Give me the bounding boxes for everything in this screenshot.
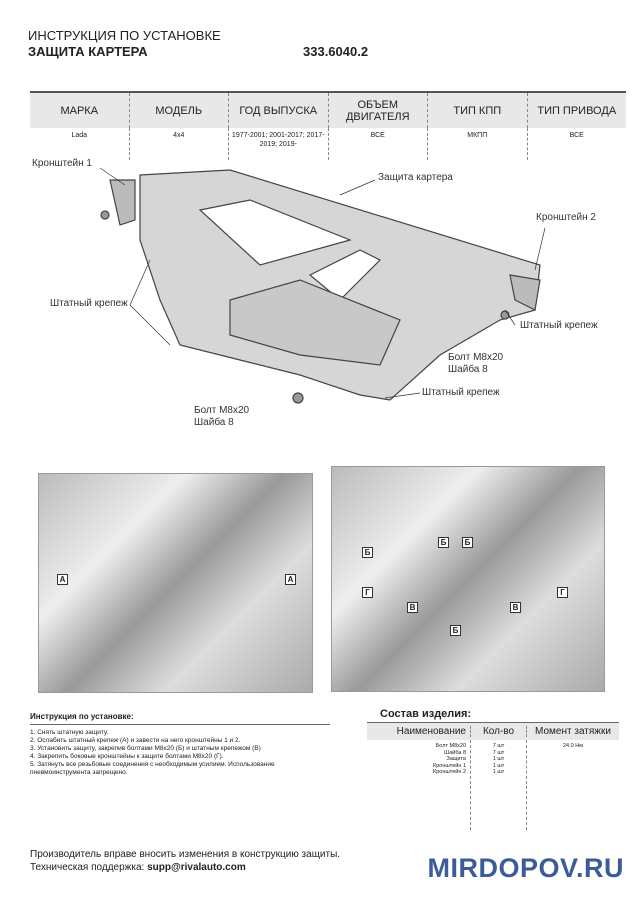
spec-value: ВСЕ bbox=[526, 128, 627, 160]
col-header: Кол-во bbox=[470, 726, 526, 737]
spec-value: МКПП bbox=[427, 128, 527, 160]
divider bbox=[30, 724, 330, 725]
mark-b: Б bbox=[462, 537, 473, 548]
watermark: MIRDOPOV.RU bbox=[427, 853, 624, 883]
mark-v: В bbox=[407, 602, 418, 613]
label-std-fastener-bottom: Штатный крепеж bbox=[422, 387, 500, 398]
spec-table: МАРКА МОДЕЛЬ ГОД ВЫПУСКА ОБЪЕМ ДВИГАТЕЛЯ… bbox=[30, 91, 626, 160]
spec-header: ГОД ВЫПУСКА bbox=[228, 93, 328, 128]
instruction-step: 5. Затянуть все резьбовые соединения с н… bbox=[30, 761, 275, 776]
label-std-fastener-left: Штатный крепеж bbox=[50, 298, 128, 309]
spec-value: 1977-2001; 2001-2017; 2017-2019; 2019- bbox=[228, 128, 328, 160]
item-name: Кронштейн 2 bbox=[433, 769, 466, 775]
label-bracket-1: Кронштейн 1 bbox=[32, 158, 92, 169]
item-name: Защита bbox=[446, 756, 467, 762]
item-name: Кронштейн 1 bbox=[433, 762, 466, 769]
col-header: Момент затяжки bbox=[526, 726, 619, 737]
composition-title: Состав изделия: bbox=[380, 708, 472, 720]
photo-before-install: А А bbox=[38, 473, 313, 693]
instruction-step: 1. Снять штатную защиту. bbox=[30, 729, 109, 736]
footer-disclaimer: Производитель вправе вносить изменения в… bbox=[30, 849, 341, 860]
item-name: Шайба 8 bbox=[444, 749, 466, 756]
col-header: Наименование bbox=[396, 726, 466, 737]
composition-table: Наименование Кол-во Момент затяжки Болт … bbox=[367, 722, 619, 830]
item-qty: 1 шт bbox=[492, 762, 505, 769]
mark-a: А bbox=[57, 574, 68, 585]
spec-header: МОДЕЛЬ bbox=[128, 93, 228, 128]
item-qty: 7 шт bbox=[492, 743, 505, 749]
spec-header: ОБЪЕМ ДВИГАТЕЛЯ bbox=[327, 93, 427, 128]
instruction-step: 3. Установить защиту, закрепив болтами М… bbox=[30, 745, 261, 752]
part-number: 333.6040.2 bbox=[303, 44, 369, 59]
spec-value: 4x4 bbox=[128, 128, 229, 160]
instructions-list: 1. Снять штатную защиту. 2. Ослабить шта… bbox=[30, 729, 330, 777]
label-bracket-2: Кронштейн 2 bbox=[536, 212, 596, 223]
doc-title: ЗАЩИТА КАРТЕРА bbox=[28, 44, 148, 59]
skid-plate-drawing bbox=[99, 167, 546, 404]
mark-b: Б bbox=[362, 547, 373, 558]
spec-header: МАРКА bbox=[30, 93, 129, 128]
mark-g: Г bbox=[557, 587, 568, 598]
mark-b: Б bbox=[438, 537, 449, 548]
support-label: Техническая поддержка: bbox=[30, 862, 148, 873]
label-guard: Защита картера bbox=[378, 172, 453, 183]
support-email[interactable]: supp@rivalauto.com bbox=[147, 862, 246, 873]
item-qty: 1 шт bbox=[492, 756, 505, 762]
instructions-title: Инструкция по установке: bbox=[30, 712, 134, 721]
mark-g: Г bbox=[362, 587, 373, 598]
item-qty: 1 шт bbox=[492, 769, 505, 775]
doc-subtitle: ИНСТРУКЦИЯ ПО УСТАНОВКЕ bbox=[28, 28, 221, 43]
spec-value: Lada bbox=[71, 132, 88, 139]
item-torque: 24.0 Нм bbox=[563, 743, 583, 749]
item-qty: 7 шт bbox=[492, 749, 505, 756]
spec-value: ВСЕ bbox=[327, 128, 428, 160]
instruction-step: 4. Закрепить боковые кронштейны к защите… bbox=[30, 753, 224, 760]
photo-after-install: Б Б Б Г Г В В Б bbox=[331, 466, 605, 692]
mark-v: В bbox=[510, 602, 521, 613]
item-name: Болт М8х20 bbox=[435, 743, 466, 749]
mark-b: Б bbox=[450, 625, 461, 636]
label-std-fastener-right: Штатный крепеж bbox=[520, 320, 598, 331]
spec-header: ТИП ПРИВОДА bbox=[526, 93, 626, 128]
instruction-step: 2. Ослабить штатный крепеж (А) и завести… bbox=[30, 737, 241, 744]
footer: Производитель вправе вносить изменения в… bbox=[30, 848, 340, 874]
mark-a: А bbox=[285, 574, 296, 585]
spec-header: ТИП КПП bbox=[427, 93, 527, 128]
